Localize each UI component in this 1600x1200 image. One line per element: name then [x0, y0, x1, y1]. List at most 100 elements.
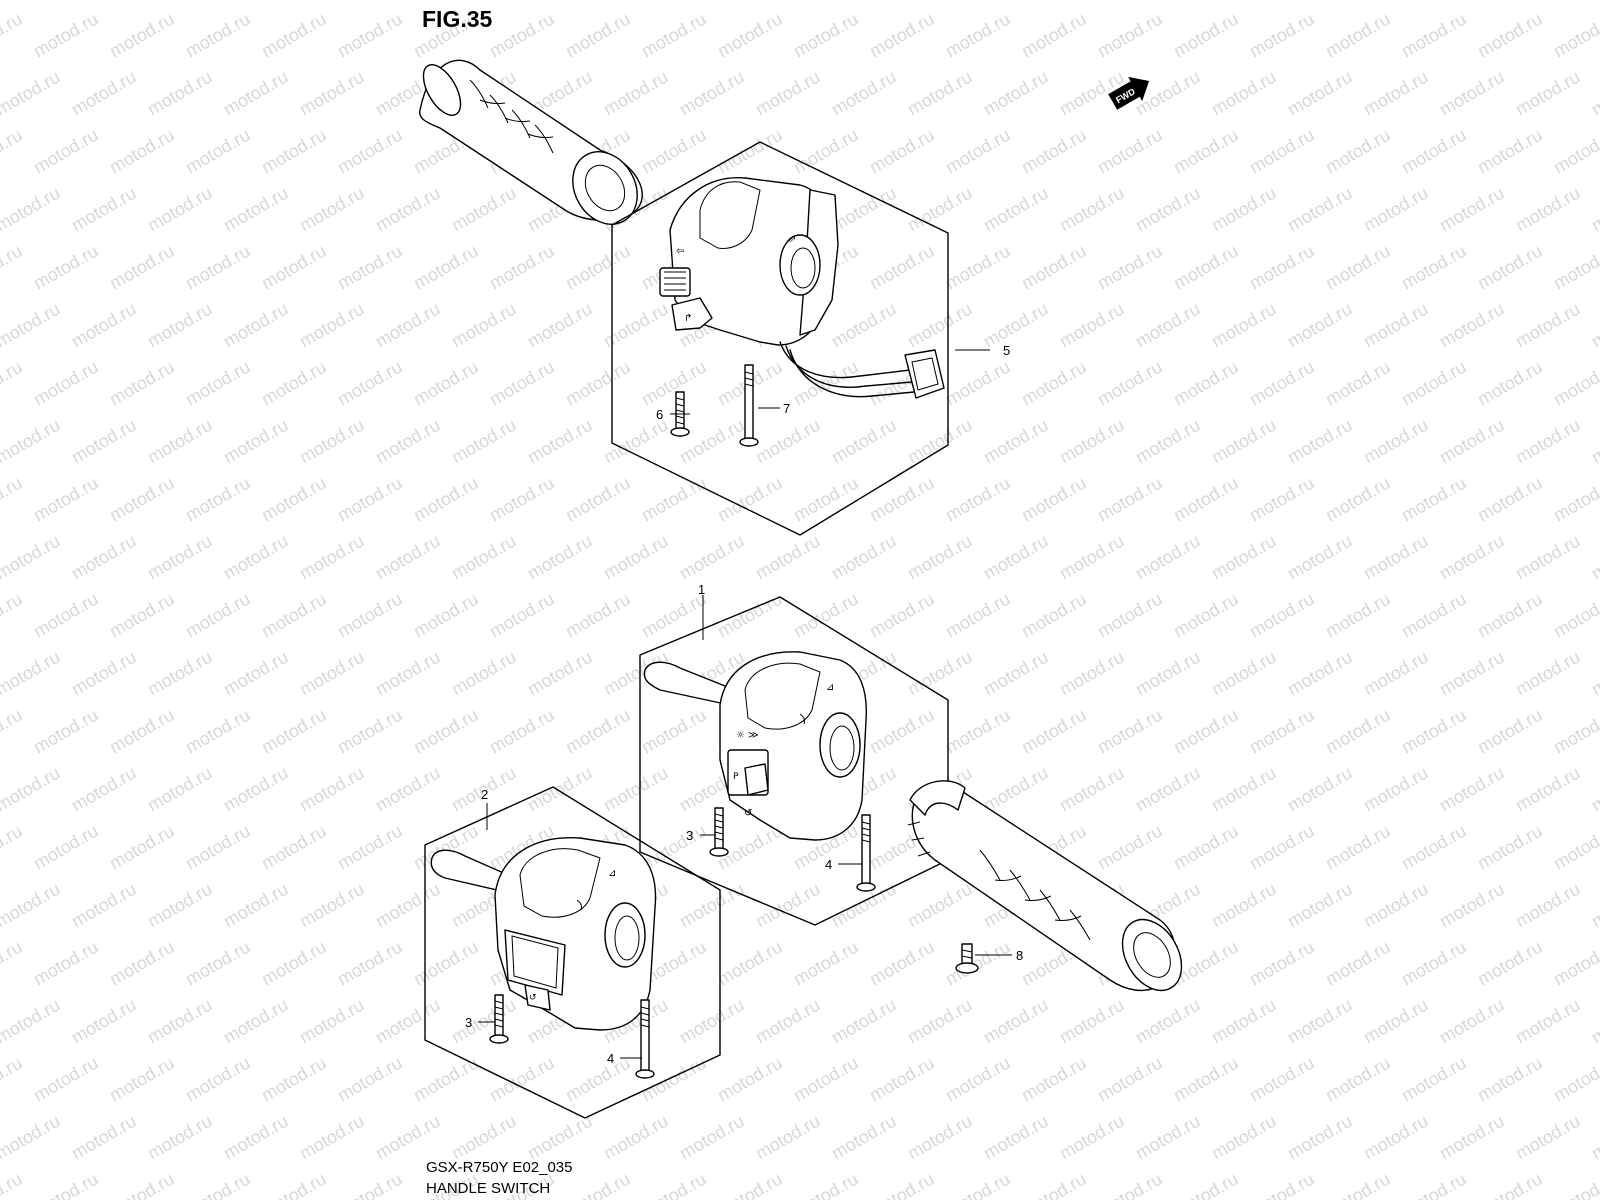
- watermark-text: motod.ru: [1474, 1169, 1546, 1200]
- watermark-text: motod.ru: [1512, 67, 1584, 120]
- watermark-text: motod.ru: [1588, 183, 1600, 236]
- svg-text:☼ ≫: ☼ ≫: [736, 730, 759, 741]
- watermark-text: motod.ru: [0, 415, 64, 468]
- watermark-text: motod.ru: [144, 415, 216, 468]
- watermark-text: motod.ru: [1094, 705, 1166, 758]
- watermark-text: motod.ru: [220, 67, 292, 120]
- watermark-text: motod.ru: [980, 299, 1052, 352]
- watermark-text: motod.ru: [1436, 0, 1508, 3]
- watermark-text: motod.ru: [1398, 1053, 1470, 1106]
- watermark-text: motod.ru: [980, 1111, 1052, 1164]
- watermark-text: motod.ru: [562, 9, 634, 62]
- watermark-text: motod.ru: [1170, 1053, 1242, 1106]
- watermark-text: motod.ru: [182, 937, 254, 990]
- watermark-text: motod.ru: [106, 473, 178, 526]
- watermark-text: motod.ru: [790, 473, 862, 526]
- switch-assembly-1: ☼ ≫ ⊿ P ↺: [643, 651, 867, 841]
- watermark-text: motod.ru: [714, 937, 786, 990]
- watermark-text: motod.ru: [904, 647, 976, 700]
- watermark-text: motod.ru: [1246, 821, 1318, 874]
- screw-3-group-2: [489, 994, 509, 1044]
- watermark-text: motod.ru: [372, 183, 444, 236]
- watermark-text: motod.ru: [296, 879, 368, 932]
- watermark-text: motod.ru: [676, 67, 748, 120]
- watermark-text: motod.ru: [828, 183, 900, 236]
- watermark-text: motod.ru: [980, 415, 1052, 468]
- callout-7: 7: [783, 401, 790, 416]
- watermark-text: motod.ru: [1436, 67, 1508, 120]
- watermark-text: motod.ru: [334, 937, 406, 990]
- watermark-text: motod.ru: [1588, 299, 1600, 352]
- watermark-text: motod.ru: [828, 415, 900, 468]
- watermark-text: motod.ru: [1474, 1053, 1546, 1106]
- watermark-text: motod.ru: [182, 1053, 254, 1106]
- watermark-text: motod.ru: [1474, 241, 1546, 294]
- watermark-text: motod.ru: [904, 1111, 976, 1164]
- watermark-text: motod.ru: [0, 879, 64, 932]
- watermark-text: motod.ru: [790, 937, 862, 990]
- watermark-text: motod.ru: [220, 995, 292, 1048]
- watermark-text: motod.ru: [106, 1053, 178, 1106]
- watermark-text: motod.ru: [1360, 647, 1432, 700]
- watermark-text: motod.ru: [68, 183, 140, 236]
- watermark-text: motod.ru: [30, 589, 102, 642]
- svg-text:⊿: ⊿: [608, 868, 616, 879]
- watermark-text: motod.ru: [1208, 531, 1280, 584]
- watermark-text: motod.ru: [1170, 589, 1242, 642]
- callout-8: 8: [1016, 948, 1023, 963]
- watermark-text: motod.ru: [220, 1111, 292, 1164]
- watermark-text: motod.ru: [486, 705, 558, 758]
- watermark-text: motod.ru: [980, 763, 1052, 816]
- watermark-text: motod.ru: [448, 183, 520, 236]
- watermark-text: motod.ru: [220, 299, 292, 352]
- watermark-text: motod.ru: [182, 473, 254, 526]
- watermark-text: motod.ru: [410, 589, 482, 642]
- watermark-text: motod.ru: [372, 879, 444, 932]
- watermark-text: motod.ru: [372, 995, 444, 1048]
- watermark-text: motod.ru: [828, 995, 900, 1048]
- watermark-text: motod.ru: [1208, 1111, 1280, 1164]
- watermark-text: motod.ru: [1550, 705, 1600, 758]
- watermark-text: motod.ru: [1322, 473, 1394, 526]
- watermark-text: motod.ru: [638, 9, 710, 62]
- watermark-text: motod.ru: [600, 763, 672, 816]
- watermark-text: motod.ru: [1474, 9, 1546, 62]
- watermark-text: motod.ru: [1208, 0, 1280, 3]
- watermark-text: motod.ru: [904, 0, 976, 3]
- watermark-text: motod.ru: [866, 705, 938, 758]
- watermark-text: motod.ru: [106, 705, 178, 758]
- watermark-text: motod.ru: [1360, 1111, 1432, 1164]
- watermark-text: motod.ru: [714, 589, 786, 642]
- watermark-text: motod.ru: [1170, 705, 1242, 758]
- watermark-text: motod.ru: [1322, 125, 1394, 178]
- watermark-text: motod.ru: [1512, 299, 1584, 352]
- watermark-text: motod.ru: [790, 125, 862, 178]
- hex-frame-2: [424, 786, 721, 1119]
- watermark-text: motod.ru: [1436, 299, 1508, 352]
- watermark-text: motod.ru: [524, 415, 596, 468]
- switch-assembly-5: ↱ ⇦ ⇗: [659, 177, 945, 399]
- watermark-text: motod.ru: [790, 1053, 862, 1106]
- watermark-text: motod.ru: [1512, 0, 1584, 3]
- watermark-text: motod.ru: [1588, 1111, 1600, 1164]
- watermark-text: motod.ru: [1512, 531, 1584, 584]
- watermark-text: motod.ru: [1360, 415, 1432, 468]
- watermark-text: motod.ru: [1170, 821, 1242, 874]
- watermark-text: motod.ru: [1056, 1111, 1128, 1164]
- watermark-text: motod.ru: [1398, 821, 1470, 874]
- watermark-text: motod.ru: [1094, 357, 1166, 410]
- watermark-text: motod.ru: [1322, 589, 1394, 642]
- watermark-text: motod.ru: [1398, 1169, 1470, 1200]
- watermark-text: motod.ru: [0, 705, 26, 758]
- watermark-text: motod.ru: [1018, 357, 1090, 410]
- watermark-text: motod.ru: [714, 9, 786, 62]
- watermark-text: motod.ru: [1170, 473, 1242, 526]
- watermark-text: motod.ru: [1094, 821, 1166, 874]
- watermark-text: motod.ru: [980, 67, 1052, 120]
- watermark-text: motod.ru: [790, 9, 862, 62]
- watermark-text: motod.ru: [1512, 183, 1584, 236]
- watermark-text: motod.ru: [866, 9, 938, 62]
- watermark-text: motod.ru: [486, 357, 558, 410]
- watermark-text: motod.ru: [1588, 647, 1600, 700]
